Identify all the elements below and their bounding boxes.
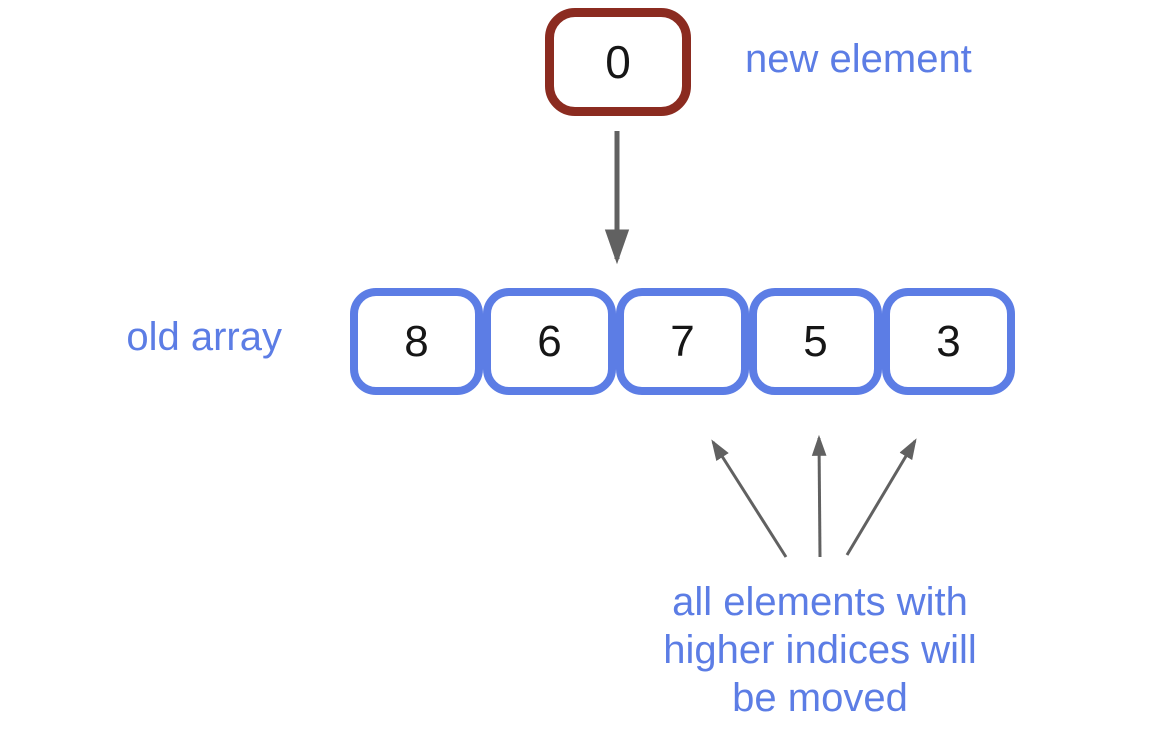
new-element-box: 0 (545, 8, 691, 116)
annotation-line: all elements with (672, 580, 968, 624)
array-cell-value: 8 (404, 316, 429, 366)
shift-annotation: all elements with higher indices will be… (610, 578, 1030, 722)
old-array: 8 6 7 5 3 (350, 288, 1015, 395)
shift-arrow-center-icon (811, 434, 827, 558)
array-cell-3: 5 (749, 288, 882, 395)
array-cell-0: 8 (350, 288, 483, 395)
array-cell-value: 5 (803, 316, 828, 366)
array-cell-value: 7 (670, 316, 695, 366)
annotation-line: higher indices will (663, 628, 977, 672)
annotation-line: be moved (732, 676, 908, 720)
array-cell-2: 7 (616, 288, 749, 395)
array-cell-value: 6 (537, 316, 562, 366)
new-element-value: 0 (605, 36, 631, 88)
old-array-label: old array (126, 315, 282, 359)
new-element-label: new element (745, 37, 972, 81)
array-cell-1: 6 (483, 288, 616, 395)
array-cell-4: 3 (882, 288, 1015, 395)
shift-arrow-left-icon (711, 439, 788, 558)
array-cell-value: 3 (936, 316, 961, 366)
shift-arrow-right-icon (845, 438, 917, 556)
